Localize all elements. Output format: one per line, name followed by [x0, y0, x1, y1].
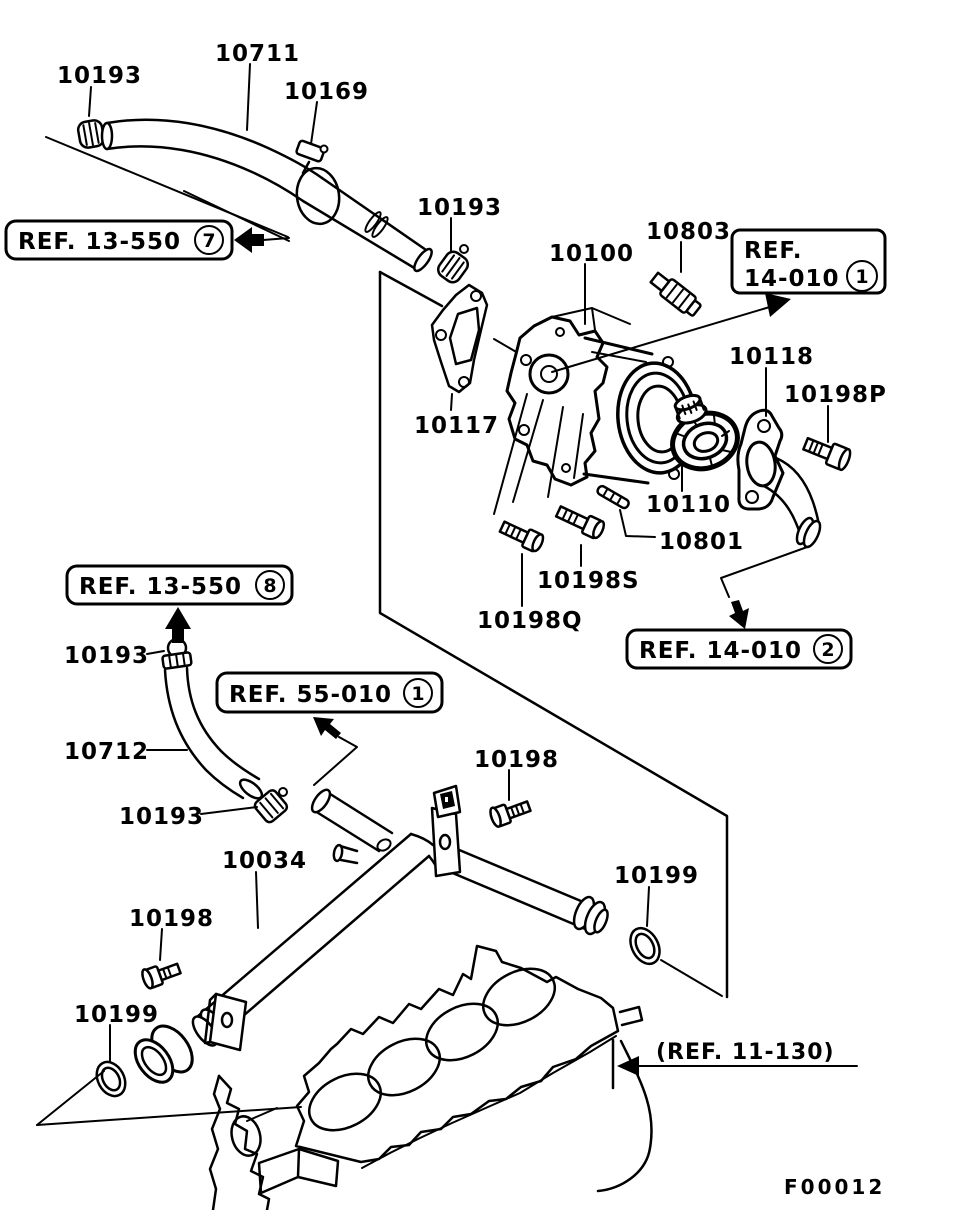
pipe-bracket-lower: [203, 992, 248, 1052]
ref-13-550-8-num: 8: [263, 575, 276, 597]
clamp-10169: [295, 139, 341, 226]
bolt-10198P: [802, 436, 852, 472]
ref-13-550-7-label: REF. 13-550: [18, 229, 181, 255]
clamp-10193-mid: [436, 244, 470, 284]
oring-10199-right: [629, 926, 661, 966]
ref-14-010-2-label: REF. 14-010: [639, 638, 802, 664]
radiator-hose-pointer: [45, 136, 290, 242]
part-label-10118[interactable]: 10118: [729, 344, 814, 370]
pipe-end-machined: [572, 895, 609, 936]
oring-location-pointer: [36, 1070, 302, 1126]
part-label-10198-1[interactable]: 10198: [474, 747, 559, 773]
clamp-10193-lower: [253, 787, 289, 824]
ref-callout-14-010-1[interactable]: REF. 14-010 1: [730, 228, 887, 295]
part-label-10034[interactable]: 10034: [222, 848, 307, 874]
ref-callout-13-550-7[interactable]: REF. 13-550 7: [4, 219, 234, 261]
part-label-10712[interactable]: 10712: [64, 739, 149, 765]
part-label-10193-3[interactable]: 10193: [64, 643, 149, 669]
section-frame: [378, 270, 729, 999]
block-left-edge: [208, 1074, 340, 1210]
ref-14-010-1-num: 1: [855, 266, 868, 288]
part-label-10169[interactable]: 10169: [284, 79, 369, 105]
bolt-10198-left: [141, 962, 182, 990]
part-label-10193-2[interactable]: 10193: [417, 195, 502, 221]
arrow-to-ref-55-010: [313, 717, 358, 786]
ref-11-130-label[interactable]: (REF. 11-130): [656, 1040, 835, 1065]
part-label-10711[interactable]: 10711: [215, 41, 300, 67]
temp-sensor-10803: [649, 271, 702, 317]
water-inlet-10100: [505, 307, 698, 487]
thermostat-10110: [670, 393, 740, 472]
engine-block: [208, 944, 653, 1210]
part-label-10193-4[interactable]: 10193: [119, 804, 204, 830]
part-label-10801[interactable]: 10801: [659, 529, 744, 555]
water-outlet-10118: [736, 408, 822, 549]
pipe-stub-heater: [310, 787, 395, 853]
pipe-bracket-bend: [430, 784, 462, 878]
part-label-10199-1[interactable]: 10199: [614, 863, 699, 889]
gasket-10117: [430, 283, 519, 394]
ref-14-010-1-line1: REF.: [744, 238, 803, 264]
ref-14-010-1-line2: 14-010: [744, 266, 840, 292]
clamp-10193-upper: [161, 637, 193, 670]
part-label-10193-1[interactable]: 10193: [57, 63, 142, 89]
ref-55-010-1-num: 1: [411, 683, 424, 705]
arrow-to-ref-14-010-2: [720, 545, 811, 629]
hose-10711-assembly: [76, 118, 470, 284]
clamp-10193-top-left: [76, 119, 106, 149]
pump-mounting-lines: [493, 393, 584, 515]
bolt-10198-center: [489, 800, 532, 828]
bolt-10198Q: [498, 520, 545, 553]
part-label-10199-2[interactable]: 10199: [74, 1002, 159, 1028]
part-label-10198-2[interactable]: 10198: [129, 906, 214, 932]
ref-callout-55-010-1[interactable]: REF. 55-010 1: [215, 671, 444, 714]
water-pipe-10034: [133, 784, 609, 1084]
ref-callout-14-010-2[interactable]: REF. 14-010 2: [625, 628, 853, 670]
pipe-nub: [332, 843, 359, 865]
part-label-10117[interactable]: 10117: [414, 413, 499, 439]
part-label-10100[interactable]: 10100: [549, 241, 634, 267]
cylinder-bores: [308, 967, 556, 1132]
arrow-to-ref-13-550-8: [165, 607, 191, 643]
part-label-10198Q[interactable]: 10198Q: [477, 608, 583, 634]
part-labels: 10193 10711 10169 10193 10100 10803 1011…: [57, 41, 887, 1028]
part-label-10803[interactable]: 10803: [646, 219, 731, 245]
ref-55-010-1-label: REF. 55-010: [229, 682, 392, 708]
stud-10801: [596, 484, 630, 510]
leader-lines: [88, 63, 829, 1062]
arrow-to-ref-14-010-1: [551, 293, 791, 373]
ref-13-550-8-label: REF. 13-550: [79, 574, 242, 600]
ref-13-550-7-num: 7: [202, 230, 215, 252]
ref-callout-13-550-8[interactable]: REF. 13-550 8: [65, 564, 294, 606]
arrow-to-ref-13-550-7: [234, 227, 290, 253]
hose-10712-assembly: [161, 637, 289, 824]
ref-14-010-2-num: 2: [821, 639, 834, 661]
figure-code: F00012: [784, 1175, 885, 1199]
part-label-10110[interactable]: 10110: [646, 492, 731, 518]
part-label-10198S[interactable]: 10198S: [537, 568, 640, 594]
bolt-10198S: [554, 505, 606, 540]
arrow-ref-11-130: [617, 1056, 858, 1076]
oring-10199-left: [95, 1060, 127, 1098]
part-label-10198P[interactable]: 10198P: [784, 382, 887, 408]
